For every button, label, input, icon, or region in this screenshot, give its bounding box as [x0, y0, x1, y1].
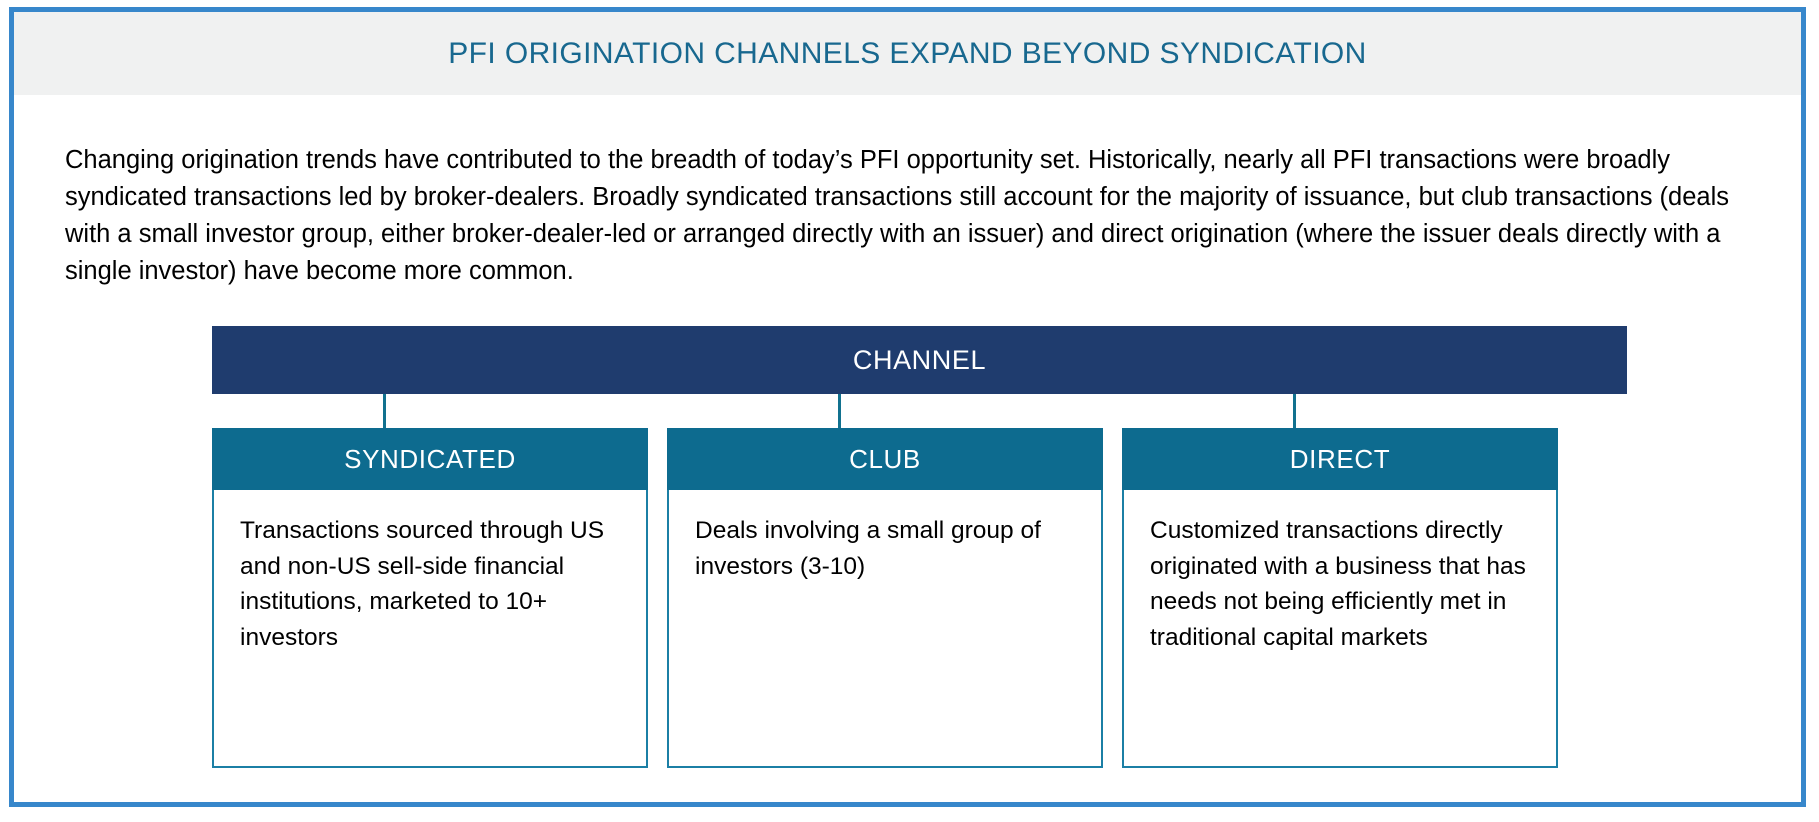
column-body-text: Deals involving a small group of investo…	[695, 517, 1041, 580]
title-band: PFI ORIGINATION CHANNELS EXPAND BEYOND S…	[14, 12, 1801, 95]
exhibit-title: PFI ORIGINATION CHANNELS EXPAND BEYOND S…	[448, 36, 1367, 70]
intro-paragraph: Changing origination trends have contrib…	[65, 145, 1729, 285]
column-header-label: SYNDICATED	[344, 443, 516, 474]
connector-line-club	[838, 394, 841, 428]
column-header-direct: DIRECT	[1122, 428, 1558, 490]
channel-column-syndicated: SYNDICATED Transactions sourced through …	[212, 428, 648, 768]
channel-column-club: CLUB Deals involving a small group of in…	[667, 428, 1103, 768]
column-body-syndicated: Transactions sourced through US and non-…	[212, 490, 648, 768]
channel-diagram: CHANNEL SYNDICATED Transactions sourced …	[14, 12, 1801, 802]
column-header-label: CLUB	[849, 443, 921, 474]
column-header-label: DIRECT	[1289, 443, 1391, 474]
column-body-club: Deals involving a small group of investo…	[667, 490, 1103, 768]
exhibit-frame: PFI ORIGINATION CHANNELS EXPAND BEYOND S…	[9, 7, 1806, 807]
channel-column-direct: DIRECT Customized transactions directly …	[1122, 428, 1558, 768]
connector-line-direct	[1293, 394, 1296, 428]
connector-line-syndicated	[383, 394, 386, 428]
column-body-direct: Customized transactions directly origina…	[1122, 490, 1558, 768]
column-header-club: CLUB	[667, 428, 1103, 490]
diagram-root-channel: CHANNEL	[212, 326, 1627, 394]
column-body-text: Customized transactions directly origina…	[1150, 517, 1526, 651]
column-header-syndicated: SYNDICATED	[212, 428, 648, 490]
column-body-text: Transactions sourced through US and non-…	[240, 517, 605, 651]
diagram-root-label: CHANNEL	[852, 344, 987, 375]
